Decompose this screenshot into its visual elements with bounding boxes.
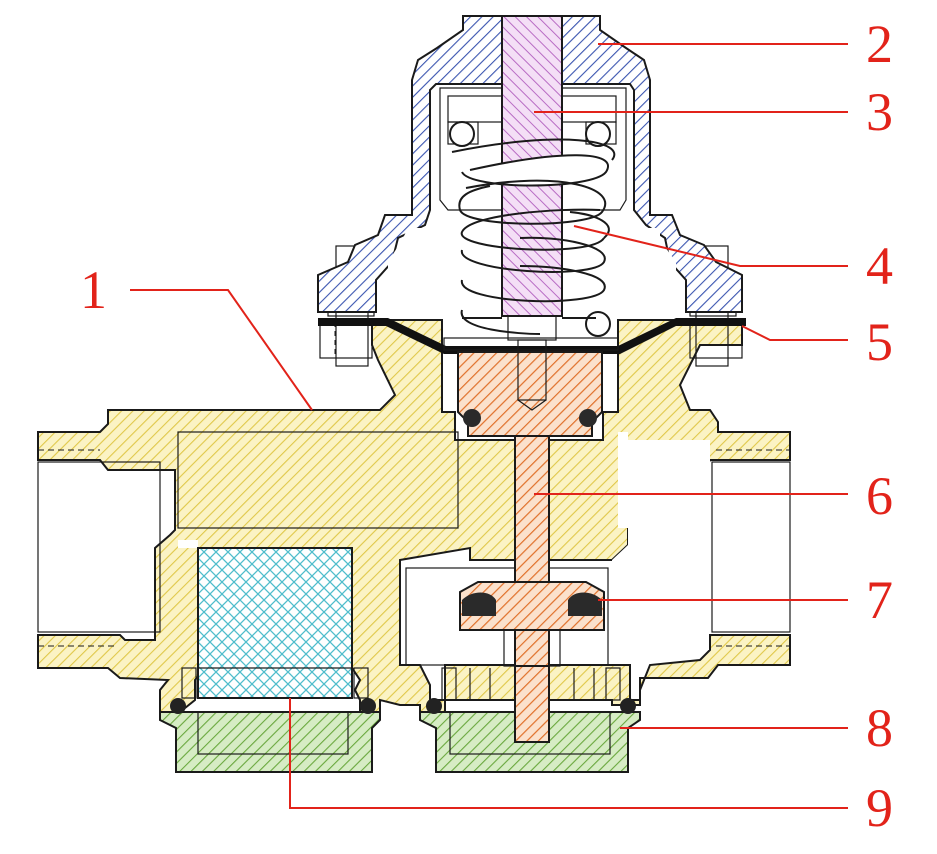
- leader-4: [573, 225, 848, 267]
- leader-5: [741, 325, 848, 341]
- leader-lines: [130, 43, 848, 809]
- valve-body: [37, 319, 791, 713]
- callout-6: 6: [866, 466, 893, 526]
- callout-5: 5: [866, 312, 893, 372]
- callout-9: 9: [866, 778, 893, 838]
- leader-9: [289, 698, 848, 809]
- callout-8: 8: [866, 698, 893, 758]
- callout-4: 4: [866, 236, 893, 296]
- callout-3: 3: [866, 82, 893, 142]
- filter-screen: [197, 547, 353, 699]
- callout-1: 1: [80, 260, 107, 320]
- compression-spring: [449, 121, 616, 337]
- callout-7: 7: [866, 570, 893, 630]
- bottom-plugs: [159, 665, 641, 773]
- leader-1: [130, 289, 313, 411]
- callout-2: 2: [866, 14, 893, 74]
- callout-labels: 1 2 3 4 5 6 7 8 9: [80, 14, 893, 838]
- diaphragm: [318, 318, 746, 354]
